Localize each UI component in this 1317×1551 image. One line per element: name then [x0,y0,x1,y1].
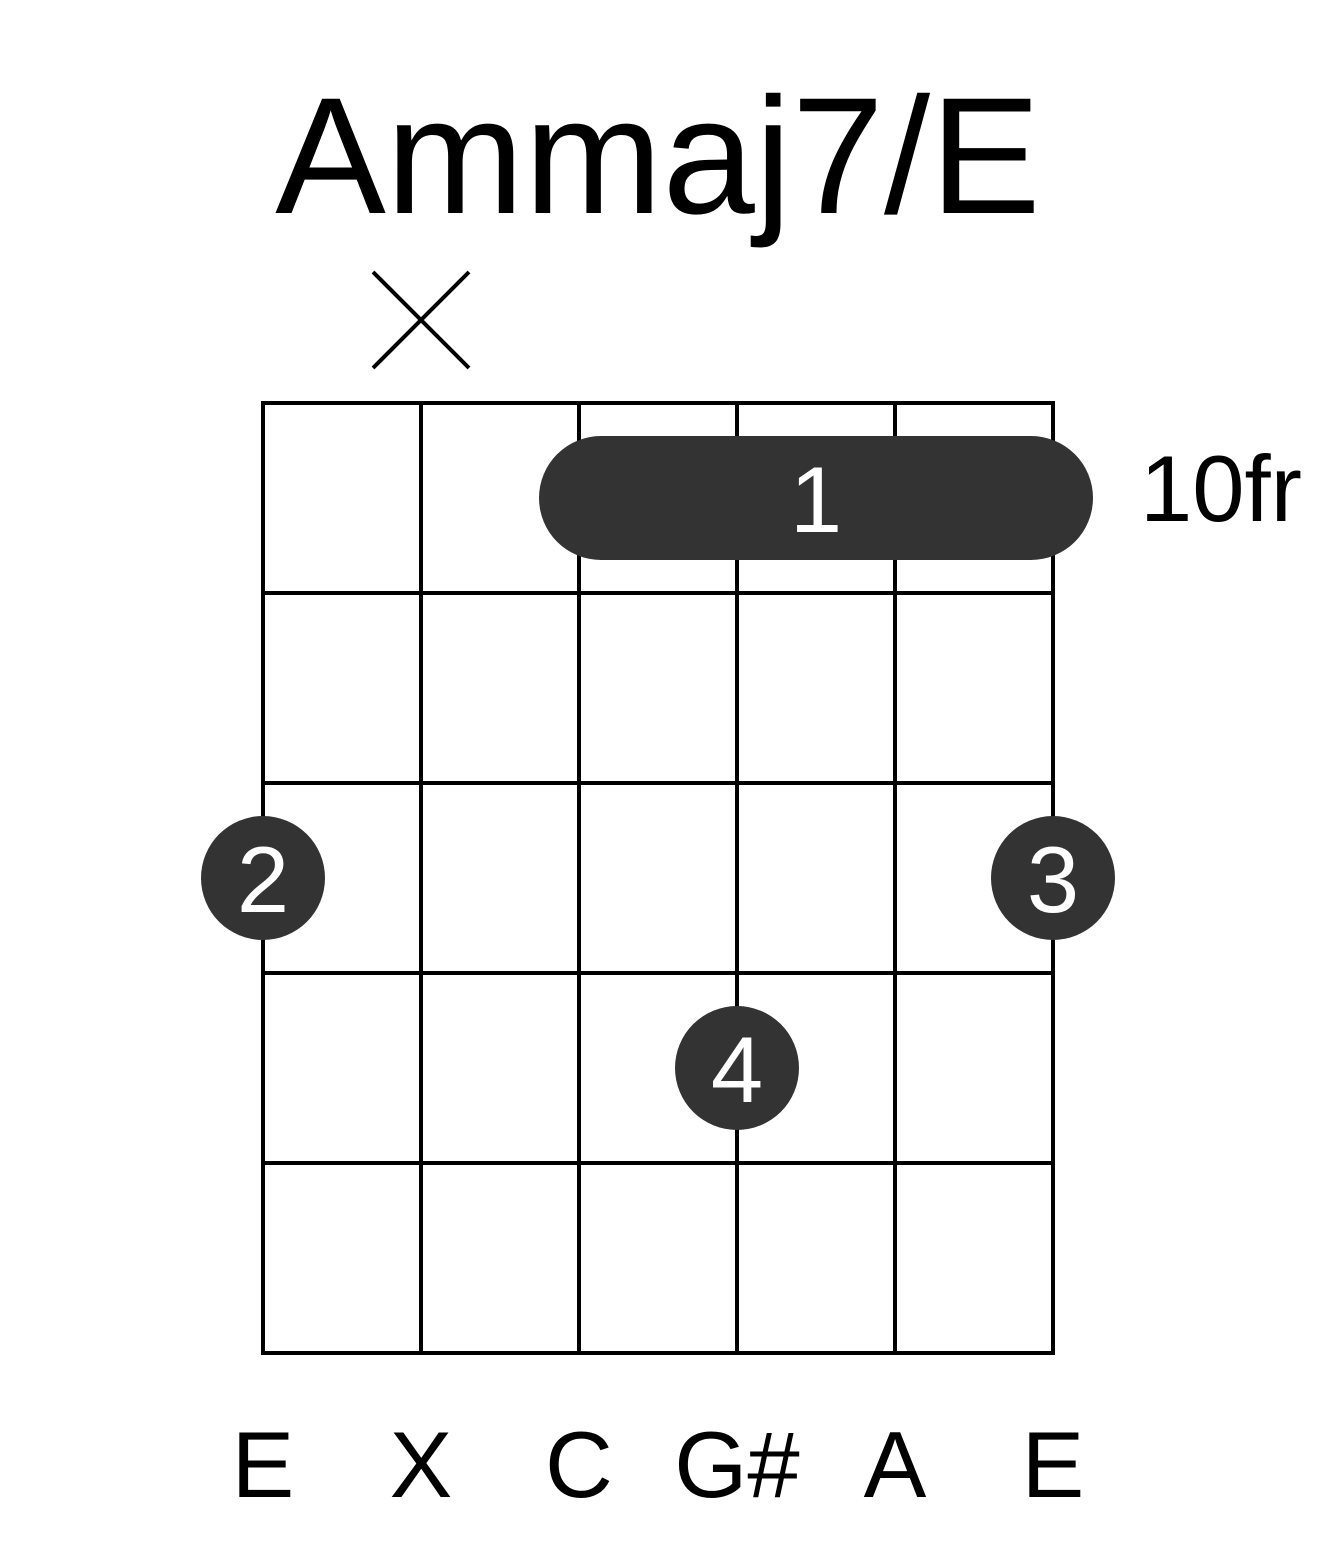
finger-number: 2 [237,827,289,932]
mute-markers [371,270,471,370]
mute-x-stroke [371,270,471,370]
barre-layer: 1 [539,436,1093,560]
finger-dots: 2 3 4 [201,816,1115,1130]
finger-dot: 2 [201,816,325,940]
barre-finger-number: 1 [790,447,842,552]
string-note-label: X [390,1412,453,1517]
finger-number: 4 [711,1017,763,1122]
string-note-label: A [864,1412,927,1517]
finger-number: 3 [1027,827,1079,932]
finger-dot-circle [991,816,1115,940]
barre-marker: 1 [539,436,1093,560]
string-note-label: G# [674,1412,799,1517]
string-note-label: C [545,1412,613,1517]
finger-dot-circle [675,1006,799,1130]
barre-bar [539,436,1093,560]
fret-position-label: 10fr [1140,436,1302,541]
finger-dot: 4 [675,1006,799,1130]
finger-dot: 3 [991,816,1115,940]
finger-dot-circle [201,816,325,940]
string-note-label: E [232,1412,295,1517]
chord-title: Ammaj7/E [275,64,1041,249]
mute-x-icon [371,270,471,370]
string-note-label: E [1022,1412,1085,1517]
